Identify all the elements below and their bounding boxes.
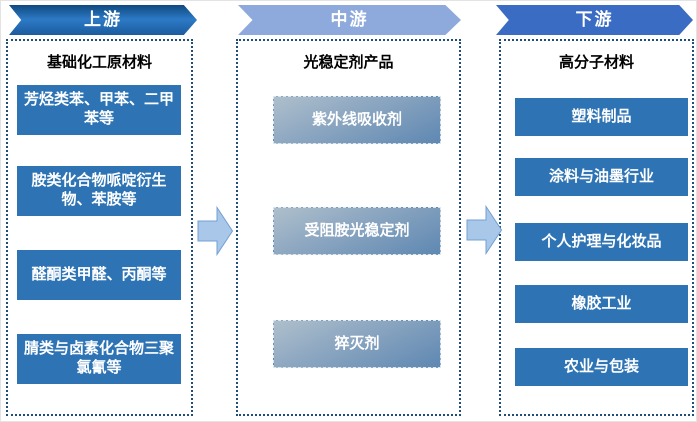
midstream-panel-title: 光稳定剂产品 [303,54,394,71]
downstream-item-box: 个人护理与化妆品 [515,223,688,261]
upstream-panel: 基础化工原材料 芳烃类苯、甲苯、二甲苯等 胺类化合物哌啶衍生物、苯胺等 醛酮类甲… [6,39,193,416]
upstream-stage-label: 上游 [84,10,122,29]
upstream-item-box: 芳烃类苯、甲苯、二甲苯等 [17,85,181,135]
midstream-panel: 光稳定剂产品 紫外线吸收剂 受阻胺光稳定剂 猝灭剂 [236,39,461,416]
downstream-panel-title: 高分子材料 [558,54,634,71]
midstream-item-box: 猝灭剂 [273,320,441,368]
downstream-item-box: 塑料制品 [515,98,688,136]
downstream-item-box: 橡胶工业 [515,285,688,323]
downstream-item-box: 农业与包装 [515,348,688,386]
upstream-item-box: 胺类化合物哌啶衍生物、苯胺等 [17,166,181,216]
upstream-chevron-banner: 上游 [9,5,197,35]
right-arrow-icon [197,206,234,256]
downstream-chevron-banner: 下游 [496,5,693,35]
midstream-item-box: 受阻胺光稳定剂 [273,207,441,255]
midstream-stage-label: 中游 [330,10,369,29]
downstream-stage-label: 下游 [575,10,614,29]
midstream-chevron-banner: 中游 [238,5,461,35]
right-arrow-icon [466,205,503,255]
downstream-panel: 高分子材料 塑料制品 涂料与油墨行业 个人护理与化妆品 橡胶工业 农业与包装 [499,39,694,416]
upstream-item-box: 腈类与卤素化合物三聚氯氰等 [17,334,181,384]
downstream-item-box: 涂料与油墨行业 [515,158,688,196]
upstream-panel-title: 基础化工原材料 [46,54,152,71]
midstream-item-box: 紫外线吸收剂 [273,96,441,144]
upstream-item-box: 醛酮类甲醛、丙酮等 [17,250,181,300]
